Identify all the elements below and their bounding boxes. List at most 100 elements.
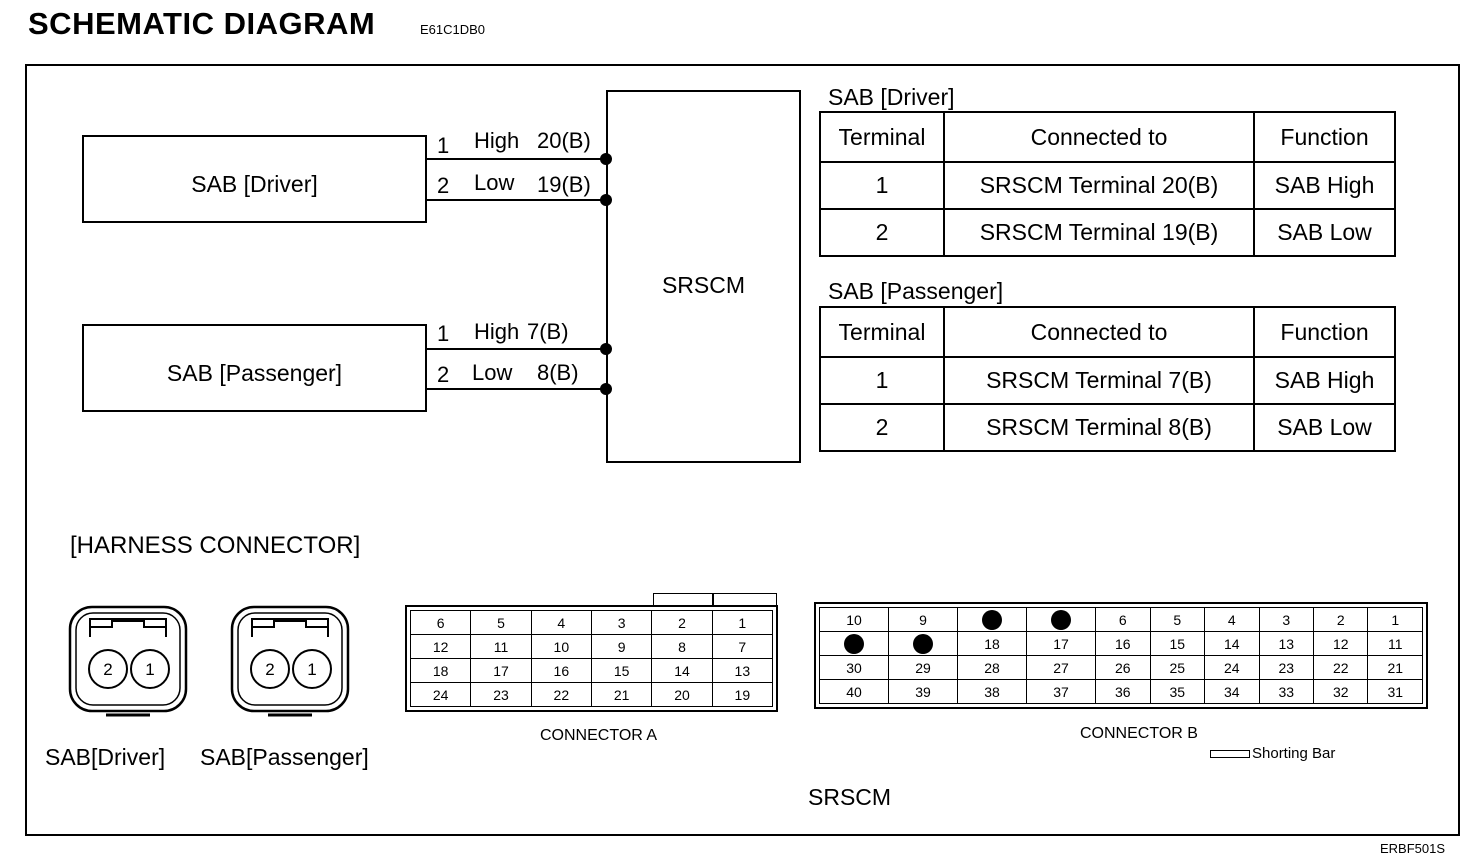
shorting-bar-legend: Shorting Bar [1210, 745, 1335, 762]
srscm-module-label: SRSCM [661, 272, 746, 298]
passenger-low-wire [427, 388, 606, 390]
connector-pin-cell: 17 [1026, 631, 1097, 656]
table-cell: 1 [819, 161, 945, 210]
pin-2-number: 2 [103, 660, 112, 679]
connector-pin-cell: 37 [1026, 679, 1097, 704]
table-cell: SRSCM Terminal 19(B) [943, 208, 1255, 257]
srscm-module-box: SRSCM [606, 90, 801, 463]
connector-pin-cell: 32 [1312, 679, 1369, 704]
connector-pin-cell: 2 [651, 610, 713, 635]
table-header: Function [1253, 111, 1396, 163]
connector-pin-cell: 22 [1312, 655, 1369, 680]
shorting-bar-symbol [1210, 749, 1250, 758]
table-header: Terminal [819, 111, 945, 163]
connector-pin-cell: 2 [1312, 607, 1369, 632]
connector-pin-cell: 33 [1258, 679, 1315, 704]
connector-pin-cell: 34 [1204, 679, 1260, 704]
driver-table-title: SAB [Driver] [828, 84, 955, 110]
passenger-high-pin: 1 [437, 321, 450, 346]
table-cell: SRSCM Terminal 20(B) [943, 161, 1255, 210]
driver-pinout-table: Terminal Connected to Function 1 SRSCM T… [819, 111, 1396, 257]
connector-pin-cell [818, 631, 890, 656]
pin-1-circle [292, 649, 332, 689]
connector-pin-cell [1026, 607, 1097, 632]
driver-high-junction [600, 153, 612, 165]
table-cell: SRSCM Terminal 8(B) [943, 403, 1255, 452]
driver-low-name: Low [474, 170, 515, 195]
connector-pin-cell: 28 [957, 655, 1028, 680]
connector-pin-cell: 20 [651, 682, 713, 707]
connector-body [230, 605, 350, 713]
connector-pin-cell: 26 [1095, 655, 1151, 680]
connector-pin-cell: 9 [888, 607, 959, 632]
connector-pin-cell: 10 [530, 634, 592, 659]
connector-a-key-divider [712, 594, 714, 607]
driver-low-pin: 2 [437, 173, 450, 198]
connector-pin-cell: 25 [1149, 655, 1206, 680]
passenger-table-title: SAB [Passenger] [828, 278, 1004, 304]
table-cell: 2 [819, 208, 945, 257]
diagram-frame [25, 64, 1460, 836]
table-cell: 1 [819, 356, 945, 405]
driver-high-terminal: 20(B) [537, 128, 591, 153]
connector-pin-cell: 31 [1367, 679, 1423, 704]
connector-pin-cell: 23 [470, 682, 532, 707]
connector-pin-cell: 18 [409, 658, 472, 683]
connector-pin-cell: 22 [530, 682, 592, 707]
shorting-bar-label: Shorting Bar [1252, 745, 1336, 762]
connector-pin-cell: 27 [1026, 655, 1097, 680]
sab-passenger-connector-label: SAB[Passenger] [200, 744, 369, 770]
table-cell: SAB Low [1253, 208, 1396, 257]
connector-pin-cell: 15 [1149, 631, 1206, 656]
connector-pin-cell: 38 [957, 679, 1028, 704]
connector-pin-cell: 35 [1149, 679, 1206, 704]
connector-latch [89, 618, 167, 637]
pin-1-number: 1 [307, 660, 316, 679]
pin-2-number: 2 [265, 660, 274, 679]
connector-pin-cell: 40 [818, 679, 890, 704]
connector-pin-cell: 15 [590, 658, 653, 683]
passenger-high-wire [427, 348, 606, 350]
connector-pin-cell: 16 [1095, 631, 1151, 656]
passenger-high-terminal: 7(B) [527, 319, 569, 344]
driver-high-pin: 1 [437, 133, 450, 158]
connector-pin-cell: 14 [1204, 631, 1260, 656]
pin-2-circle [88, 649, 128, 689]
connector-pin-cell: 5 [1149, 607, 1206, 632]
connector-pin-cell: 13 [1258, 631, 1315, 656]
connector-pin-cell: 13 [711, 658, 774, 683]
connector-pin-cell: 14 [651, 658, 713, 683]
connector-pin-cell: 17 [470, 658, 532, 683]
pin-1-number: 1 [145, 660, 154, 679]
sab-passenger-connector-face: 2 1 [230, 605, 350, 717]
connector-pin-cell: 24 [1204, 655, 1260, 680]
connector-pin-cell: 7 [711, 634, 774, 659]
connector-a-label: CONNECTOR A [540, 727, 658, 744]
connector-pin-cell: 1 [1367, 607, 1423, 632]
srscm-connector-caption: SRSCM [808, 784, 892, 810]
pin-1-circle [130, 649, 170, 689]
harness-connector-title: [HARNESS CONNECTOR] [70, 532, 361, 559]
sab-driver-box: SAB [Driver] [82, 135, 427, 223]
connector-inner-body [75, 612, 181, 706]
connector-pin-cell: 5 [470, 610, 532, 635]
connector-pin-cell: 8 [651, 634, 713, 659]
table-header: Function [1253, 306, 1396, 358]
page-title: SCHEMATIC DIAGRAM [28, 6, 376, 41]
connector-pin-cell: 12 [409, 634, 472, 659]
connector-pin-cell: 3 [1258, 607, 1315, 632]
connector-pin-cell: 18 [957, 631, 1028, 656]
table-cell: SAB Low [1253, 403, 1396, 452]
blank-terminal-dot [1051, 609, 1072, 630]
connector-pin-cell: 11 [470, 634, 532, 659]
connector-pin-cell: 30 [818, 655, 890, 680]
table-cell: SAB High [1253, 356, 1396, 405]
driver-high-wire [427, 158, 606, 160]
passenger-high-junction [600, 343, 612, 355]
connector-pin-cell: 16 [530, 658, 592, 683]
sab-driver-connector-label: SAB[Driver] [45, 744, 166, 770]
sab-driver-connector-face: 2 1 [68, 605, 188, 717]
table-header: Connected to [943, 306, 1255, 358]
